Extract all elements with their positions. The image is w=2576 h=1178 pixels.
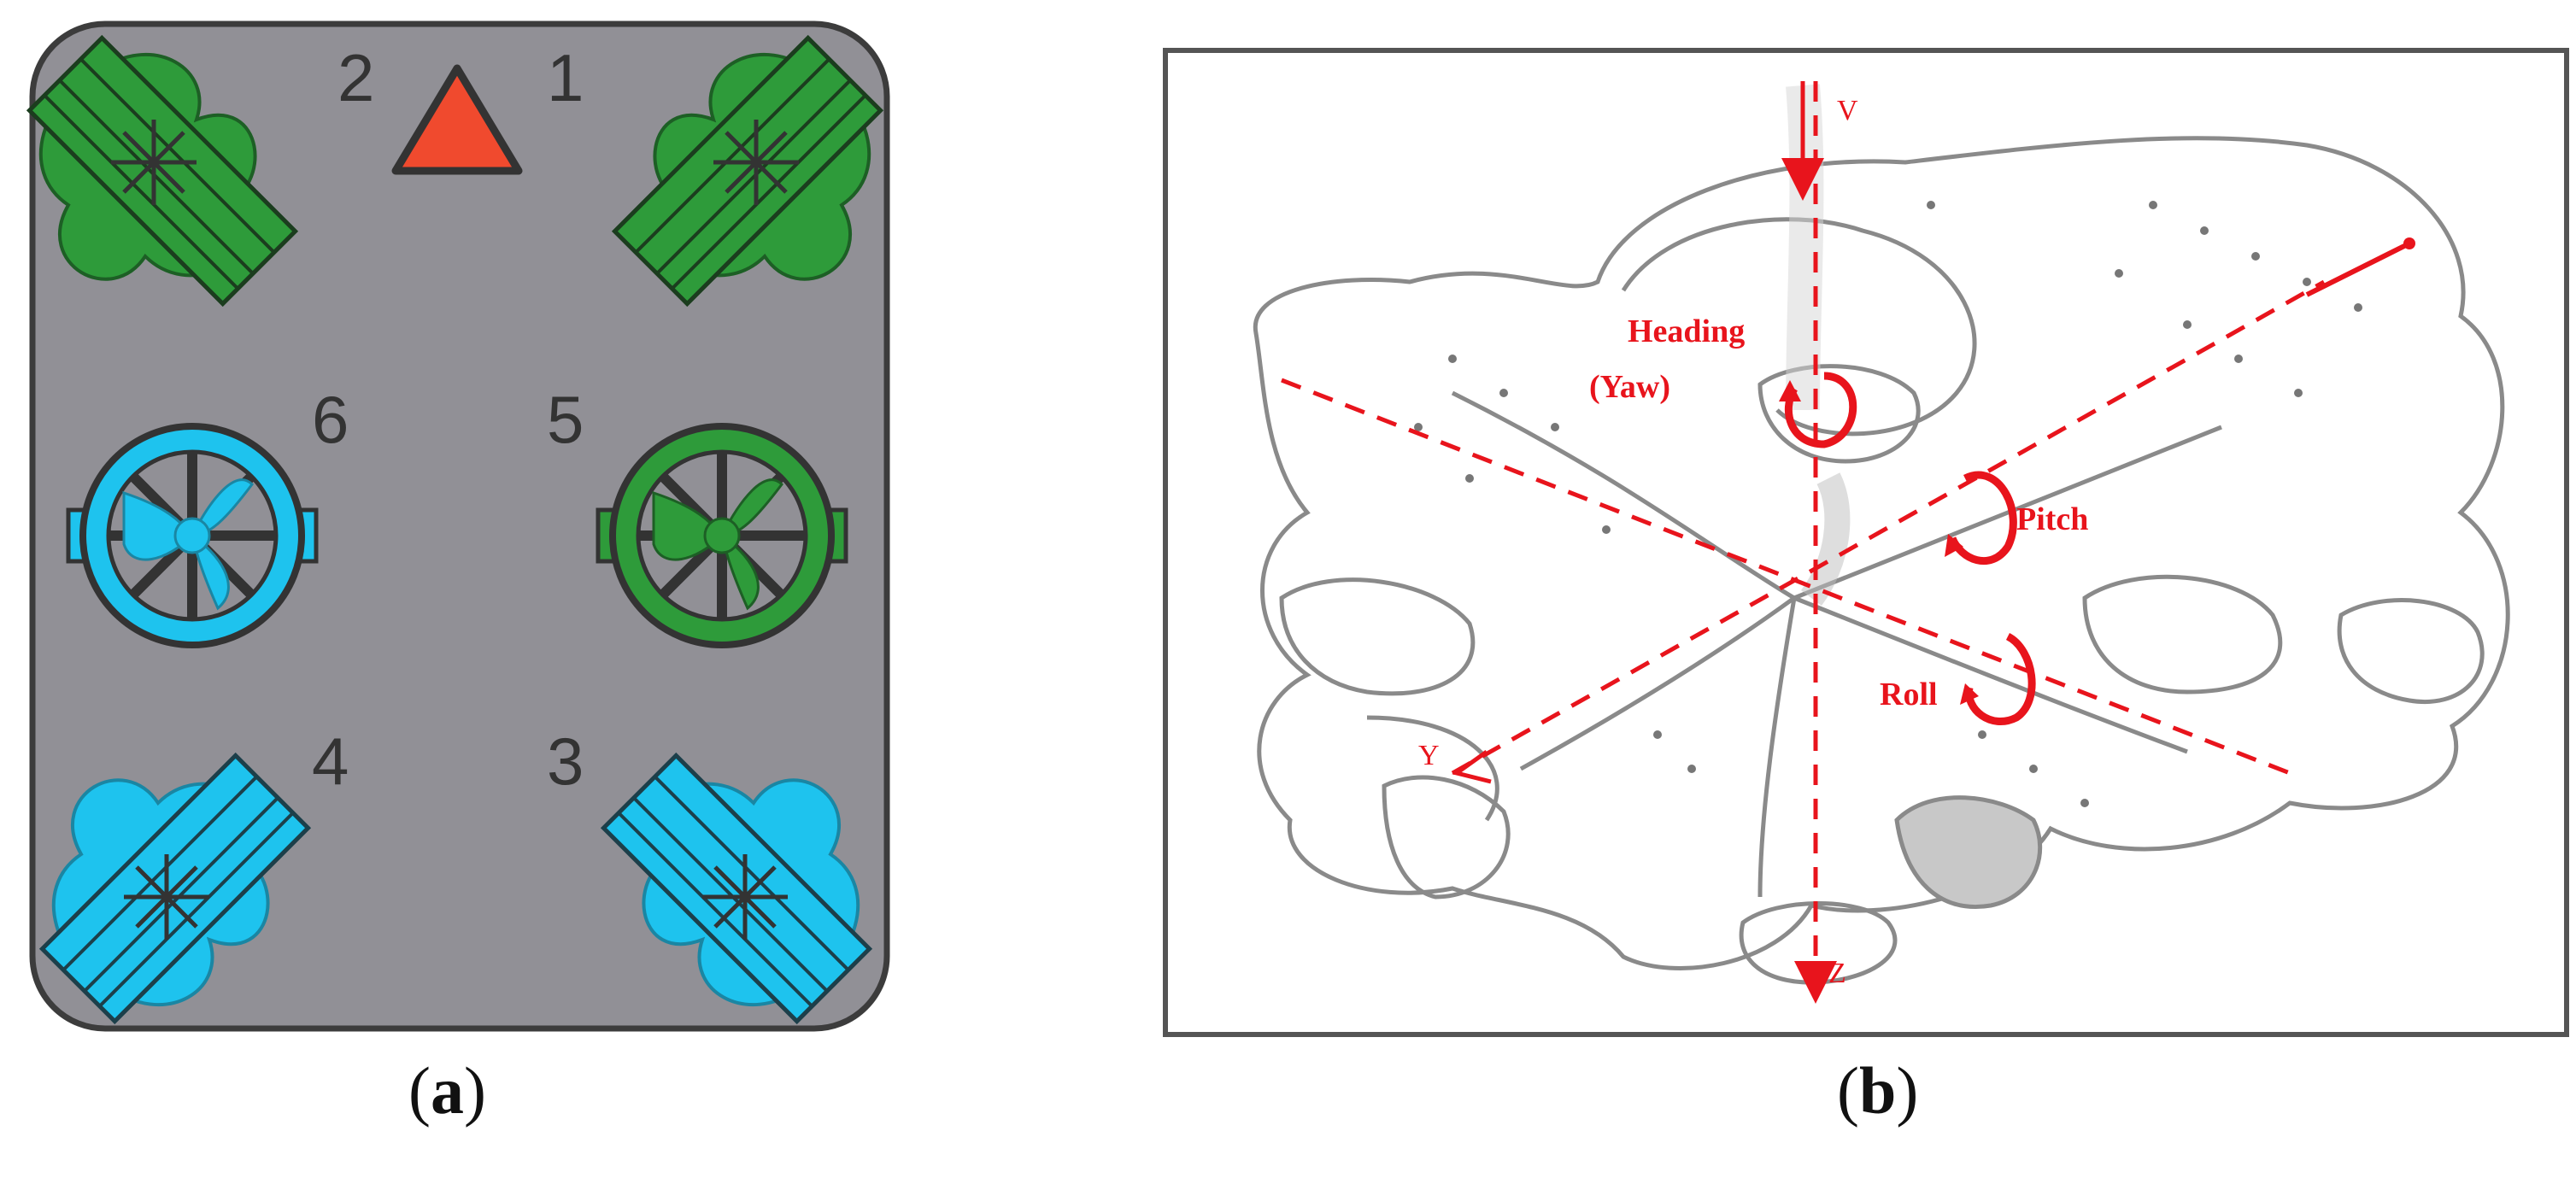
caption-a-letter: a — [430, 1053, 464, 1128]
triangle-up-icon — [391, 64, 523, 175]
vehicle-sketch — [1253, 84, 2510, 985]
axis-lines — [1281, 81, 2326, 1004]
caption-b-letter: b — [1858, 1053, 1897, 1128]
panel-b-frame — [1163, 48, 2569, 1037]
axis-top-label: V — [1837, 95, 1858, 126]
heading-label: Heading — [1628, 314, 1745, 349]
axis-bottom-label: Z — [1828, 958, 1846, 989]
pitch-axis-tip — [2305, 241, 2411, 297]
thruster-5 — [596, 423, 848, 648]
thruster-label-1: 1 — [547, 40, 584, 115]
thruster-4 — [38, 752, 312, 1025]
panel-a: 2 1 6 — [26, 21, 890, 1032]
thruster-3 — [600, 752, 873, 1025]
panel-b: Heading (Yaw) Pitch Roll V Z Y — [1163, 48, 2569, 1037]
thruster-label-5: 5 — [547, 382, 584, 457]
roll-axis — [1281, 378, 2291, 776]
pitch-rotation-icon — [1948, 471, 2017, 566]
yaw-rotation-icon — [1784, 372, 1857, 448]
thruster-1 — [611, 34, 884, 308]
roll-rotation-icon — [1965, 632, 2036, 726]
yaw-label: (Yaw) — [1589, 369, 1670, 405]
thruster-label-4: 4 — [312, 724, 349, 799]
thruster-6 — [66, 423, 319, 648]
pitch-label: Pitch — [2016, 501, 2088, 537]
thruster-2 — [26, 34, 299, 308]
caption-a: (a) — [408, 1053, 486, 1128]
roll-label: Roll — [1880, 677, 1938, 712]
y-arrow-icon — [1452, 749, 1492, 784]
axis-left-label: Y — [1418, 740, 1440, 771]
thruster-label-3: 3 — [547, 724, 584, 799]
pitch-axis — [1451, 279, 2326, 776]
thruster-label-6: 6 — [312, 382, 349, 457]
rivet-dots — [1414, 201, 2362, 807]
caption-b: (b) — [1837, 1053, 1919, 1128]
thruster-label-2: 2 — [337, 40, 374, 115]
rotation-icons — [1784, 372, 2036, 726]
